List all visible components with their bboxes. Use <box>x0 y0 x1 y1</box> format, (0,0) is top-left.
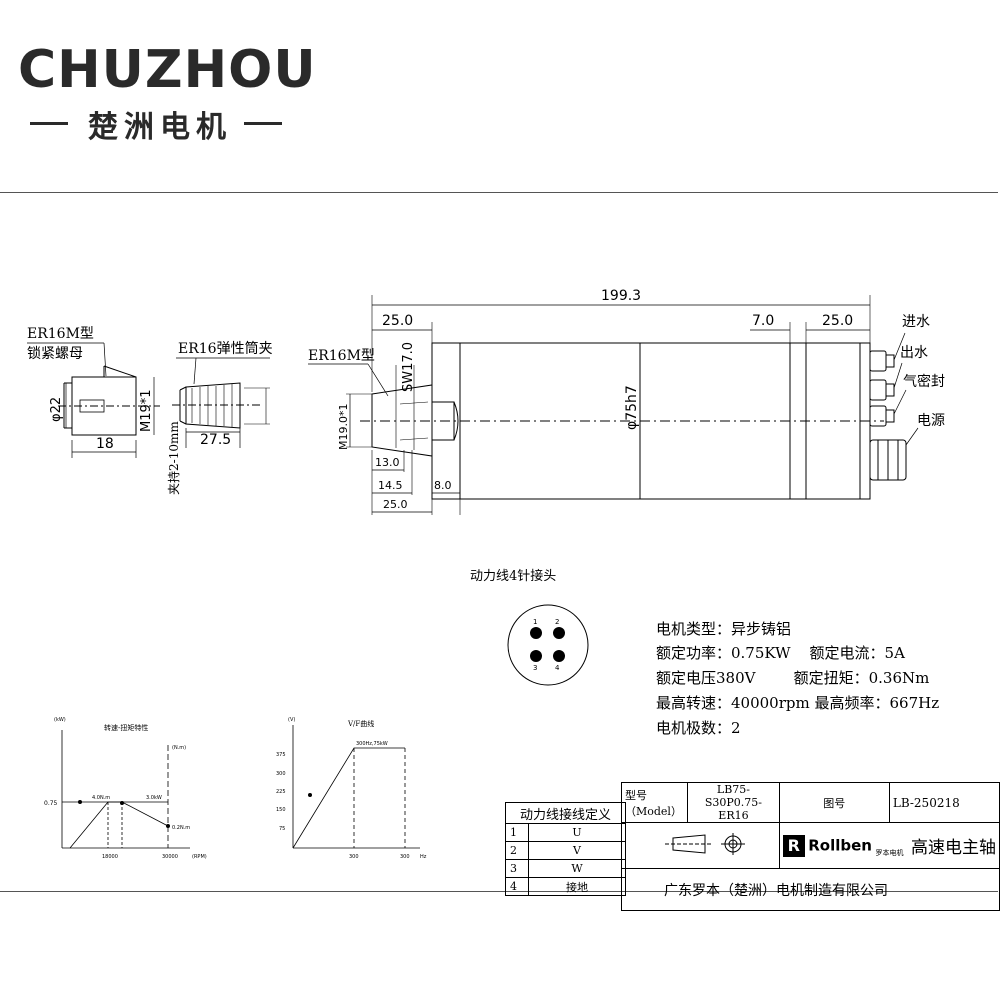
torque-label-b: 3.0kW <box>146 795 162 801</box>
spec-line-1: 电机类型：异步铸铝 <box>656 620 792 638</box>
vf-y-tick-75: 75 <box>279 826 285 832</box>
torque-y-tick: 0.75 <box>44 800 58 807</box>
dim-14-5: 14.5 <box>378 479 403 492</box>
projection-symbol-icon <box>665 833 746 855</box>
spec-line-5: 电机极数：2 <box>656 719 741 737</box>
wiring-phase: V <box>528 841 626 860</box>
torque-label-a: 4.0N.m <box>92 795 110 801</box>
spec-line-2: 额定功率：0.75KW 额定电流：5A <box>656 644 905 662</box>
wiring-pin: 3 <box>505 859 529 878</box>
vf-x-unit: Hz <box>420 854 427 860</box>
vf-x-tick-1: 300 <box>349 854 359 860</box>
air-seal-label: 气密封 <box>903 373 945 390</box>
pin-4-label: 4 <box>555 664 560 672</box>
pin-3-dot <box>530 650 542 662</box>
nut-dia: φ22 <box>49 397 64 422</box>
pin-4-dot <box>553 650 565 662</box>
torque-chart: 转速-扭矩特性 (kW) 0.75 18000 30000 (RPM) (N.m… <box>44 717 207 860</box>
drawing-no-value: LB-250218 <box>888 782 1000 823</box>
dim-dia75: φ75h7 <box>624 385 640 430</box>
dim-8: 8.0 <box>434 479 452 492</box>
spec-line-3: 额定电压380V 额定扭矩：0.36Nm <box>656 669 930 687</box>
pin-1-label: 1 <box>533 618 537 626</box>
dim-sw: SW17.0 <box>401 342 416 392</box>
dim-7: 7.0 <box>752 313 774 329</box>
torque-x-unit-2: (N.m) <box>172 745 186 751</box>
collet-nut-title-1: ER16M型 <box>27 326 94 342</box>
spec-line-4: 最高转速：40000rpm 最高频率：667Hz <box>656 694 940 712</box>
dim-m19-side: M19.0*1 <box>337 404 350 450</box>
spindle-nut-label: ER16M型 <box>308 348 375 364</box>
wiring-phase: 接地 <box>528 877 626 896</box>
torque-label-c: 0.2N.m <box>172 825 190 831</box>
model-value: LB75-S30P0.75-ER16 <box>687 782 780 823</box>
collet-length: 27.5 <box>200 432 231 448</box>
connector-title: 动力线4针接头 <box>470 568 556 584</box>
dim-25-top: 25.0 <box>382 313 413 329</box>
water-in-label: 进水 <box>902 314 930 330</box>
torque-chart-title: 转速-扭矩特性 <box>104 723 148 732</box>
company-name: 广东罗本（楚洲）电机制造有限公司 <box>621 868 1000 911</box>
torque-x-tick-2: 30000 <box>162 854 178 860</box>
brand-cell: R Rollben 罗本电机 高速电主轴 <box>778 822 1000 869</box>
symbol-cell <box>621 822 780 869</box>
chuzhou-logo: CHUZHOU 楚洲电机 <box>18 40 358 150</box>
collet-drawing <box>172 357 270 448</box>
rollben-logo-icon: R <box>782 834 805 857</box>
pin-2-dot <box>553 627 565 639</box>
wiring-pin: 4 <box>505 877 529 896</box>
dim-13: 13.0 <box>375 456 400 469</box>
collet-range: 夹持2-10mm <box>166 421 181 495</box>
vf-y-tick-300: 300 <box>276 771 286 777</box>
drawing-no-label: 图号 <box>778 782 890 823</box>
pin-3-label: 3 <box>533 664 537 672</box>
brand-name: Rollben <box>808 836 872 855</box>
spindle-body-drawing <box>308 295 919 515</box>
drawing-frame <box>0 192 998 892</box>
brand-cn: 罗本电机 <box>875 849 904 857</box>
logo-wordmark: CHUZHOU <box>18 40 317 100</box>
vf-x-tick-2: 300 <box>400 854 410 860</box>
dim-25-right: 25.0 <box>822 313 853 329</box>
vf-peak-label: 300Hz,75kW <box>356 741 388 747</box>
power-label: 电源 <box>917 413 945 429</box>
collet-title: ER16弹性筒夹 <box>178 340 273 357</box>
torque-x-tick-1: 18000 <box>102 854 118 860</box>
torque-y-unit: (kW) <box>54 717 66 723</box>
collet-nut-drawing <box>27 342 160 458</box>
vf-y-tick-150: 150 <box>276 807 286 813</box>
water-out-label: 出水 <box>900 345 928 361</box>
vf-chart-title: V/F曲线 <box>347 719 374 728</box>
pin-1-dot <box>530 627 542 639</box>
logo-subtitle: 楚洲电机 <box>30 102 282 146</box>
collet-nut-title-2: 锁紧螺母 <box>27 346 83 362</box>
dim-total: 199.3 <box>601 288 641 304</box>
vf-chart: V/F曲线 (V) 375 300 225 150 75 300 300 Hz … <box>276 717 427 860</box>
nut-length: 18 <box>96 436 114 452</box>
connector-drawing <box>507 604 589 686</box>
torque-x-unit: (RPM) <box>192 854 207 860</box>
wiring-title: 动力线接线定义 <box>505 802 626 824</box>
dim-25-bottom: 25.0 <box>383 498 408 511</box>
wiring-phase: U <box>528 823 626 842</box>
nut-thread: M19*1 <box>139 389 154 432</box>
wiring-pin: 1 <box>505 823 529 842</box>
model-label: 型号（Model） <box>620 782 689 823</box>
vf-y-tick-375: 375 <box>276 752 286 758</box>
product-name: 高速电主轴 <box>910 838 996 858</box>
pin-2-label: 2 <box>555 618 559 626</box>
wiring-phase: W <box>528 859 626 878</box>
title-block: 型号（Model） LB75-S30P0.75-ER16 图号 LB-25021… <box>620 782 1000 911</box>
vf-y-tick-225: 225 <box>276 789 286 795</box>
vf-y-unit: (V) <box>288 717 295 723</box>
connector-pins <box>530 627 565 662</box>
wiring-pin: 2 <box>505 841 529 860</box>
